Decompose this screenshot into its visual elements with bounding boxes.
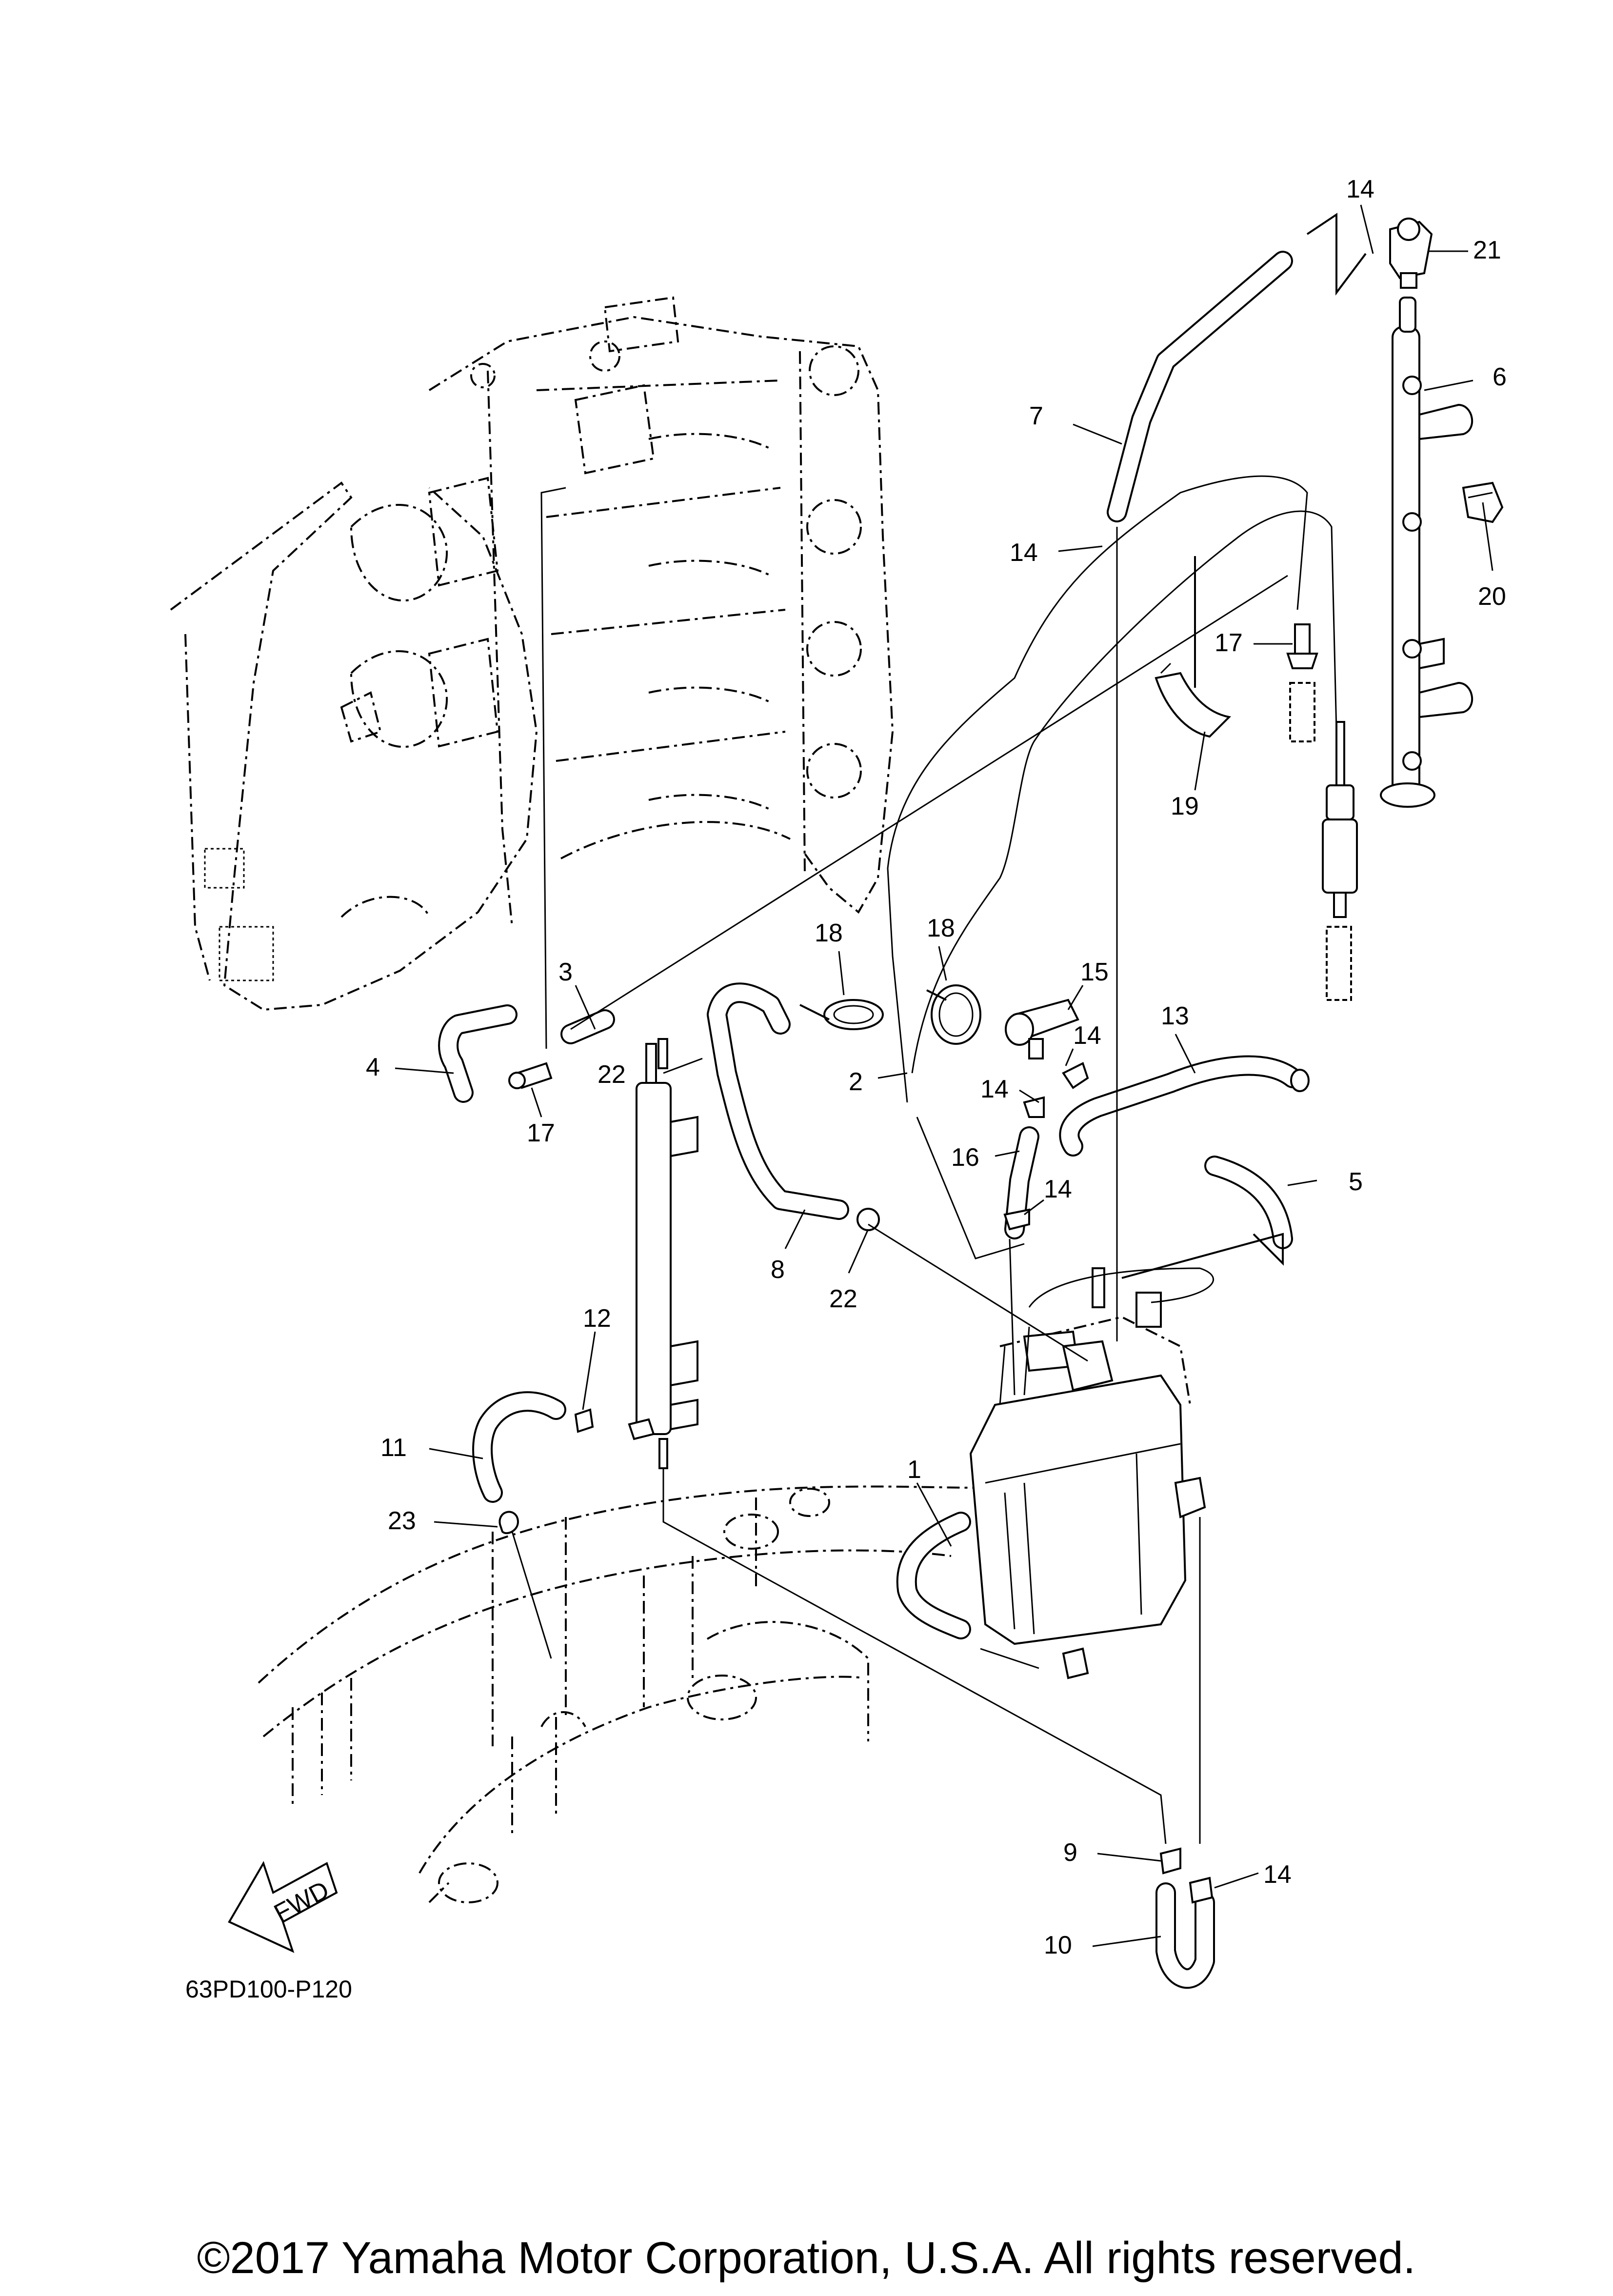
hose-2 xyxy=(887,475,1337,1103)
hose-13 xyxy=(1059,1055,1310,1157)
hose-8 xyxy=(707,982,849,1220)
clamp-14-c xyxy=(1003,1208,1030,1231)
hose-7 xyxy=(1107,251,1293,522)
fitting-17-left xyxy=(508,1062,553,1089)
callout-14: 14 xyxy=(1346,175,1374,203)
hose-4 xyxy=(438,1004,518,1103)
leader-lines xyxy=(395,204,1494,1947)
callout-23: 23 xyxy=(388,1507,416,1535)
copyright-notice: ©2017 Yamaha Motor Corporation, U.S.A. A… xyxy=(197,2233,1415,2283)
fwd-arrow: FWD xyxy=(228,1861,338,1953)
fitting-15 xyxy=(1005,998,1079,1059)
callout-22: 22 xyxy=(597,1060,626,1089)
callout-14c: 14 xyxy=(1073,1021,1101,1050)
clamp-9 xyxy=(1159,1847,1181,1875)
clip-23 xyxy=(498,1511,519,1535)
engine-base-outline xyxy=(258,1485,976,1903)
hose-5 xyxy=(1204,1156,1293,1249)
clamp-22 xyxy=(856,1208,880,1231)
callout-14e: 14 xyxy=(1044,1175,1072,1203)
fitting-17-right xyxy=(1286,623,1318,742)
callout-21: 21 xyxy=(1473,236,1501,264)
intake-manifold-outline xyxy=(170,296,894,1011)
callout-12: 12 xyxy=(583,1304,611,1333)
drawing-code: 63PD100-P120 xyxy=(185,1976,352,2003)
clamp-14-b xyxy=(1023,1096,1045,1118)
callout-17: 17 xyxy=(1215,629,1243,657)
callout-22b: 22 xyxy=(829,1285,857,1313)
hose-11 xyxy=(472,1391,566,1503)
callout-14f: 14 xyxy=(1263,1860,1292,1889)
callout-7: 7 xyxy=(1029,402,1043,430)
clamp-14-f xyxy=(1189,1877,1214,1904)
callout-14d: 14 xyxy=(980,1075,1009,1103)
callout-15: 15 xyxy=(1080,958,1109,986)
callout-5: 5 xyxy=(1349,1168,1363,1196)
callout-19: 19 xyxy=(1171,792,1199,820)
callout-3: 3 xyxy=(558,958,573,986)
callout-4: 4 xyxy=(366,1053,380,1081)
vapor-separator xyxy=(969,1267,1215,1679)
clamp-14-a xyxy=(1062,1062,1089,1089)
fuel-filter xyxy=(1322,721,1358,1001)
hose-1 xyxy=(896,1512,971,1639)
callout-14b: 14 xyxy=(1010,539,1038,567)
callout-2: 2 xyxy=(849,1068,863,1096)
clamp-12 xyxy=(574,1408,594,1433)
callout-11: 11 xyxy=(380,1434,407,1462)
callout-13: 13 xyxy=(1161,1002,1189,1030)
callout-10: 10 xyxy=(1044,1931,1072,1959)
fitting-21 xyxy=(1389,218,1433,289)
connection-lines xyxy=(511,527,1284,1844)
separator-outlet xyxy=(1174,1477,1206,1518)
fuel-rail-6 xyxy=(1380,297,1473,808)
callout-8: 8 xyxy=(771,1256,785,1284)
callout-9: 9 xyxy=(1063,1838,1077,1867)
hose-3 xyxy=(540,487,1288,1049)
hose-10 xyxy=(1155,1882,1215,1989)
callout-20: 20 xyxy=(1478,582,1506,611)
callout-16: 16 xyxy=(951,1143,979,1172)
strap-18-left xyxy=(799,999,884,1030)
callout-6: 6 xyxy=(1493,363,1507,391)
strap-18-right xyxy=(926,984,981,1045)
callout-18b: 18 xyxy=(927,914,955,942)
callout-17b: 17 xyxy=(527,1119,555,1147)
callout-18: 18 xyxy=(815,919,843,947)
strap-19 xyxy=(1155,662,1232,738)
fuel-cooler xyxy=(628,1038,698,1469)
break-line-7 xyxy=(1306,213,1367,296)
callout-1: 1 xyxy=(907,1456,921,1484)
